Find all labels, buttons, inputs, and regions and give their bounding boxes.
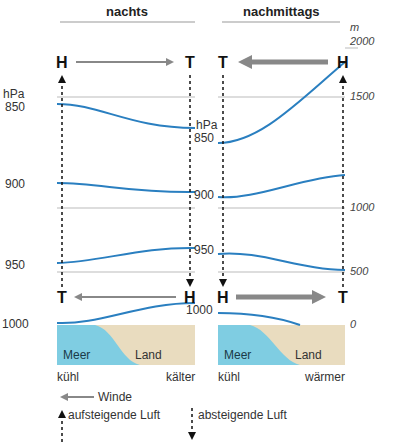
temperature-label: wärmer [305, 371, 345, 383]
legend-wind-sample [62, 396, 94, 398]
region-label: Meer [63, 348, 90, 362]
pressure-high: H [337, 55, 349, 71]
axis-value: 0 [350, 319, 356, 330]
region-label: Meer [224, 348, 251, 362]
pressure-low: T [218, 55, 228, 71]
wind-arrow [76, 62, 328, 297]
land-region: Land [132, 343, 165, 365]
pressure-low: T [338, 290, 348, 306]
header-rule [222, 22, 340, 23]
sea-region: Meer [221, 343, 254, 365]
legend-text: Winde [98, 391, 132, 403]
legend-text: absteigende Luft [198, 409, 287, 421]
isobar-value: 850 [194, 132, 214, 144]
header-rule [60, 22, 195, 23]
temperature-label: kühl [218, 371, 240, 383]
axis-value: 500 [350, 266, 368, 277]
isobar-value: 950 [5, 259, 25, 271]
legend-rising-sample [61, 412, 63, 442]
legend-text: aufsteigende Luft [68, 409, 160, 421]
pressure-unit: hPa [3, 88, 24, 100]
pressure-high: H [217, 290, 229, 306]
axis-value: 2000 [350, 36, 374, 47]
temperature-label: kühl [57, 371, 79, 383]
isobar [57, 62, 345, 325]
grid-lines [57, 48, 358, 272]
legend-sinking-sample [191, 408, 193, 438]
axis-value: 1500 [350, 91, 374, 102]
axis-value: 1000 [350, 202, 374, 213]
pressure-high: H [56, 55, 68, 71]
isobar-value: 850 [5, 101, 25, 113]
sea-region: Meer [60, 343, 93, 365]
axis-unit: m [350, 22, 359, 33]
ground-strip [57, 325, 345, 365]
panel-title: nachmittags [243, 5, 320, 18]
isobar-value: 900 [5, 178, 25, 190]
pressure-low: T [57, 290, 67, 306]
region-label: Land [135, 348, 162, 362]
pressure-low: T [185, 55, 195, 71]
isobar-value: 900 [194, 189, 214, 201]
air-flow-dotted [62, 75, 343, 287]
land-region: Land [292, 343, 325, 365]
isobar-value: 1000 [186, 304, 213, 316]
isobar-value: 1000 [2, 318, 29, 330]
region-label: Land [295, 348, 322, 362]
isobar-value: 950 [194, 244, 214, 256]
temperature-label: kälter [166, 371, 195, 383]
panel-title: nachts [106, 5, 148, 18]
pressure-unit: hPa [196, 119, 217, 131]
